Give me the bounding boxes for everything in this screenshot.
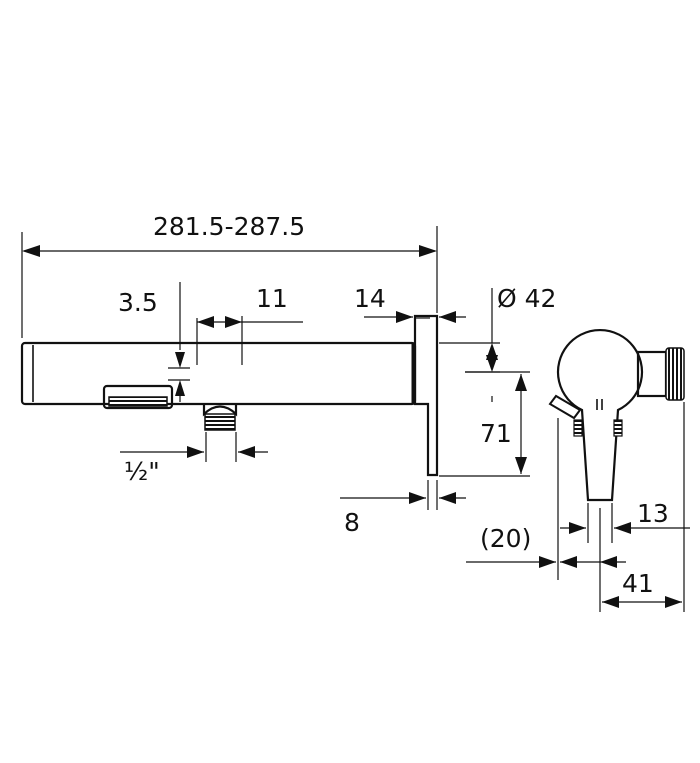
connector-thread — [204, 413, 236, 431]
push-button — [102, 384, 174, 410]
side-pin-left — [573, 419, 583, 437]
dim-side-offset: (20) — [480, 524, 531, 553]
dimension-lines — [21, 226, 530, 510]
dim-height: 71 — [480, 419, 512, 448]
side-view — [548, 328, 685, 502]
front-view — [20, 314, 439, 477]
dim-diameter: Ø 42 — [497, 284, 556, 313]
side-lever — [548, 394, 582, 420]
side-dimension-arrows — [539, 522, 682, 608]
dim-side-width: 13 — [637, 499, 669, 528]
spout-body — [20, 341, 417, 406]
dim-overall-length: 281.5-287.5 — [153, 212, 305, 241]
dim-plate-thickness: 8 — [344, 508, 360, 537]
dim-thread: ½" — [124, 457, 160, 486]
side-outlet-grip — [665, 347, 685, 401]
dim-spacing: 11 — [256, 284, 288, 313]
connector-fitting — [202, 404, 238, 417]
wall-plate — [413, 314, 439, 477]
side-pin-right — [613, 419, 623, 437]
dim-wall-plate: 14 — [354, 284, 386, 313]
push-button-grip — [108, 396, 168, 407]
dim-offset-small: 3.5 — [118, 288, 158, 317]
dimension-arrows — [22, 245, 527, 504]
dim-side-depth: 41 — [622, 569, 654, 598]
side-body — [556, 328, 644, 502]
